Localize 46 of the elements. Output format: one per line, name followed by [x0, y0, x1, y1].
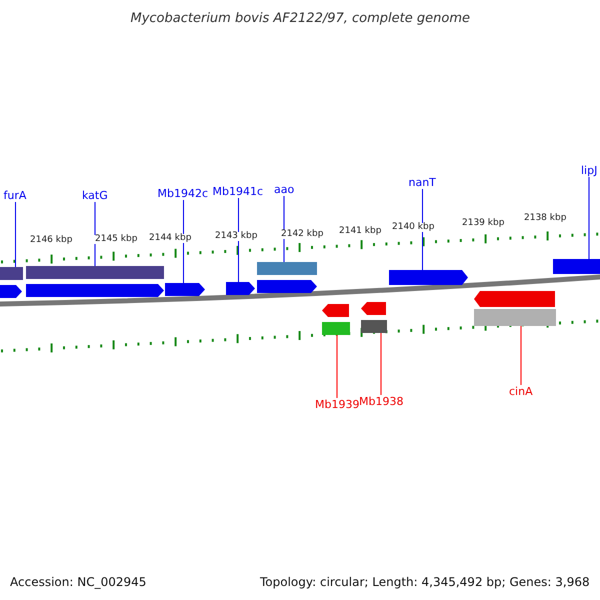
- leader-line: [94, 202, 96, 266]
- scale-label: 2141 kbp: [338, 227, 382, 236]
- scale-label: 2140 kbp: [391, 223, 436, 232]
- leader-line: [238, 198, 239, 282]
- scale-label: 2144 kbp: [148, 234, 192, 243]
- gene-bar: [553, 259, 600, 274]
- pointed-gene-bar: [474, 291, 555, 307]
- footer-text: Accession: NC_002945: [10, 576, 146, 588]
- gene-label: Mb1942c: [158, 188, 208, 199]
- pointed-gene-bar: [257, 280, 317, 293]
- gene-label: lipJ: [581, 165, 598, 176]
- gene-bar: [257, 262, 317, 275]
- leader-line: [520, 326, 522, 386]
- gene-label: katG: [82, 190, 108, 201]
- gene-bar: [322, 322, 350, 335]
- gene-label: Mb1939: [315, 399, 360, 410]
- pointed-gene-bar: [389, 270, 468, 285]
- leader-line: [380, 332, 382, 396]
- scale-label: 2139 kbp: [461, 219, 506, 228]
- pointed-gene-bar: [0, 285, 22, 298]
- gene-label: Mb1941c: [212, 186, 264, 197]
- footer-text: Topology: circular; Length: 4,345,492 bp; Genes: 3,968: [260, 576, 590, 588]
- scale-label: 2142 kbp: [280, 230, 324, 239]
- pointed-gene-bar: [361, 302, 386, 315]
- leader-line: [588, 176, 590, 260]
- scale-label: 2143 kbp: [214, 232, 258, 241]
- gene-bar: [26, 266, 164, 279]
- pointed-gene-bar: [322, 304, 349, 317]
- pointed-gene-bar: [165, 283, 205, 296]
- leader-line: [336, 334, 338, 398]
- gene-bar: [474, 309, 556, 326]
- gene-bar: [0, 267, 23, 280]
- scale-label: 2146 kbp: [29, 236, 74, 245]
- leader-line: [183, 200, 184, 284]
- scale-label: 2145 kbp: [94, 235, 138, 244]
- gene-label: furA: [4, 190, 26, 201]
- title: Mycobacterium bovis AF2122/97, complete genome: [130, 12, 470, 25]
- gene-label: aao: [274, 184, 294, 195]
- gene-label: cinA: [509, 386, 533, 397]
- leader-line: [422, 188, 423, 270]
- gene-label: Mb1938: [359, 396, 404, 407]
- scale-label: 2138 kbp: [523, 214, 568, 223]
- pointed-gene-bar: [226, 282, 255, 295]
- gene-bar: [361, 320, 387, 333]
- gene-label: nanT: [408, 177, 436, 188]
- leader-line: [15, 202, 16, 268]
